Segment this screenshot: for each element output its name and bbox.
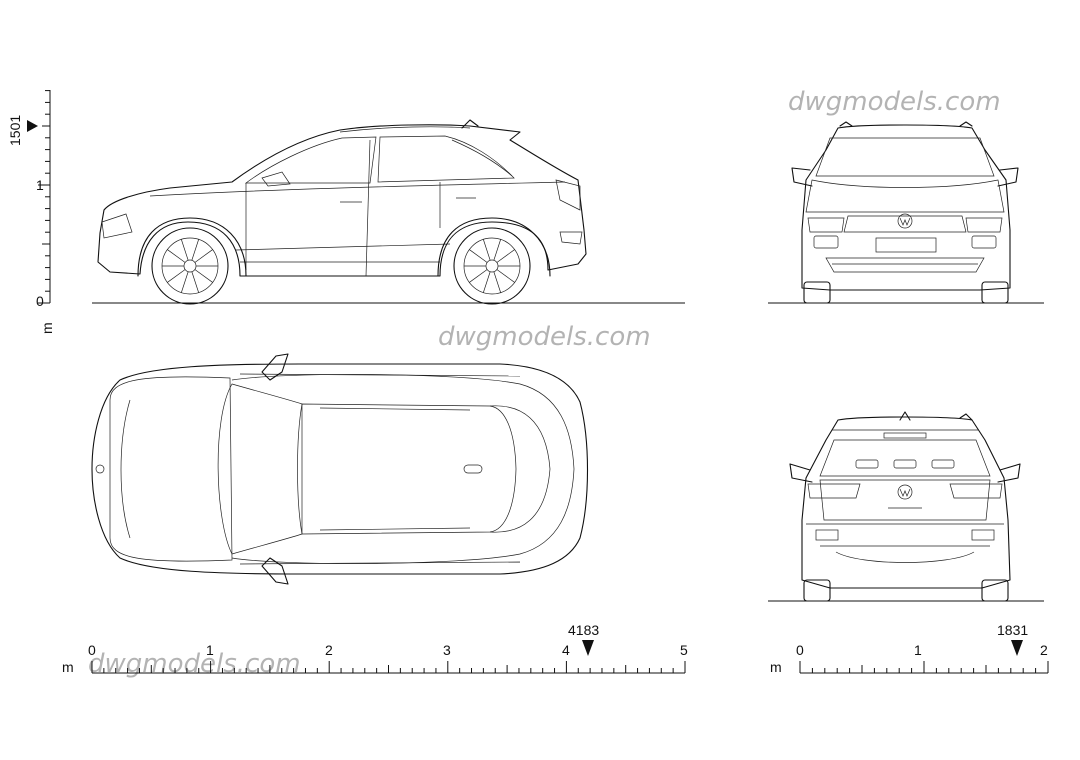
wheel-spoke: [181, 239, 189, 261]
wheel-spoke: [493, 239, 501, 261]
wheel-spoke: [469, 269, 488, 283]
wheel-spoke: [167, 269, 186, 283]
length-marker-arrow: [582, 640, 594, 656]
vscale-tick-0: 0: [36, 293, 44, 309]
height-marker-arrow: [27, 120, 38, 132]
vscale-tick-1: 1: [36, 177, 44, 193]
watermark-center: dwgmodels.com: [438, 322, 651, 352]
width-tick-0: 0: [796, 642, 804, 658]
width-marker-label: 1831: [997, 622, 1028, 638]
wheel-spoke: [167, 249, 186, 263]
width-scale-unit: m: [770, 659, 782, 675]
length-tick-5: 5: [680, 642, 688, 658]
wheel-spoke: [483, 239, 491, 261]
wheel-spoke: [496, 269, 515, 283]
wheel-spoke: [496, 249, 515, 263]
front-wheel: [151, 227, 229, 305]
wheel-spoke: [194, 269, 213, 283]
watermark-top-right: dwgmodels.com: [788, 87, 1001, 117]
length-scale-unit: m: [62, 659, 74, 675]
top-view: [91, 353, 589, 585]
length-tick-3: 3: [443, 642, 451, 658]
wheel-spoke: [194, 249, 213, 263]
wheel-spoke: [191, 239, 199, 261]
wheel-spoke: [493, 271, 501, 293]
wheel-spoke: [181, 271, 189, 293]
rear-view: [789, 411, 1021, 602]
length-tick-1: 1: [206, 642, 214, 658]
rear-wheel: [453, 227, 531, 305]
width-marker-arrow: [1011, 640, 1023, 656]
height-marker-label: 1501: [7, 115, 23, 146]
vertical-scale: 0 1 1501 m: [7, 90, 55, 334]
side-view: [97, 119, 587, 305]
width-tick-2: 2: [1040, 642, 1048, 658]
vscale-unit: m: [39, 322, 55, 334]
length-tick-2: 2: [325, 642, 333, 658]
wheel-spoke: [469, 249, 488, 263]
width-tick-1: 1: [914, 642, 922, 658]
width-scale: m 0 1 2 1831: [770, 622, 1049, 675]
length-scale: m 0 1 2 3 4 5 4183: [62, 622, 688, 675]
length-tick-0: 0: [88, 642, 96, 658]
length-tick-4: 4: [562, 642, 570, 658]
wheel-spoke: [483, 271, 491, 293]
length-marker-label: 4183: [568, 622, 599, 638]
wheel-spoke: [191, 271, 199, 293]
watermark-bottom-left: dwgmodels.com: [88, 649, 301, 679]
front-view: [791, 121, 1019, 304]
